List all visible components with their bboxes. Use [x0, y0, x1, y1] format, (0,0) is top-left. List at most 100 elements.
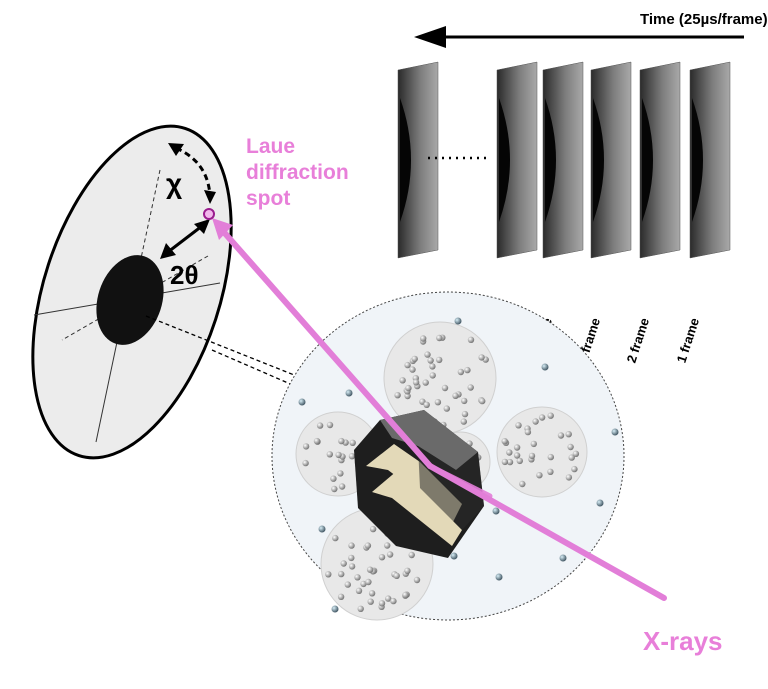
grain-dot	[364, 542, 372, 549]
grain-dot	[464, 366, 471, 374]
detector-plate: χ 2θ	[31, 124, 233, 460]
grain-dot	[399, 377, 406, 384]
grain-dot	[547, 453, 554, 461]
grain-dot	[519, 480, 526, 488]
grain-dot	[467, 336, 475, 343]
grain-dot	[457, 368, 465, 376]
xrays-label: X-rays	[643, 626, 723, 656]
grain-dot	[571, 465, 578, 473]
laue-label-line1: Laue	[246, 135, 295, 158]
grain-dot	[390, 597, 397, 605]
grain-dot	[402, 591, 409, 599]
grain-dot	[572, 450, 580, 457]
grain-dot	[404, 361, 411, 369]
grain-dot	[326, 421, 334, 429]
grain-dot	[386, 551, 394, 558]
grain-dot	[340, 560, 347, 567]
grain-dot	[515, 422, 522, 429]
grain-dot	[409, 366, 416, 373]
grain-dot	[538, 414, 546, 421]
frame-6: 1 frame	[674, 61, 731, 365]
grain-dot	[565, 474, 573, 481]
two-theta-arrow	[167, 224, 203, 254]
grain-dot	[443, 405, 450, 412]
chi-arrow	[175, 146, 212, 197]
grain-dot	[408, 551, 415, 559]
grain-dot	[326, 451, 333, 458]
grain-dot	[332, 534, 339, 542]
grain-dot	[565, 431, 572, 438]
grain-dot	[330, 475, 337, 482]
grain-dot	[506, 449, 513, 456]
particle-dot	[611, 428, 619, 436]
grain-dot	[348, 453, 356, 460]
grain-dot	[528, 452, 536, 460]
grain-cluster	[496, 406, 588, 498]
grain-dot	[316, 422, 324, 429]
grain-dot	[536, 472, 543, 479]
grain-dot	[501, 438, 508, 445]
grain-dot	[434, 399, 442, 406]
grain-dot	[348, 542, 355, 549]
grain-dot	[366, 566, 374, 573]
grain-dot	[547, 468, 554, 475]
frame-shadow-arc	[499, 98, 510, 222]
grain-dot	[357, 605, 364, 612]
particle-dot	[331, 605, 339, 613]
particle-dot	[492, 507, 500, 515]
grain-dot	[441, 384, 449, 392]
particle-dot	[318, 525, 326, 533]
particle-dot	[559, 554, 567, 562]
particle-dot	[298, 398, 306, 406]
grain-dot	[369, 525, 377, 533]
grain-dot	[436, 356, 443, 364]
grain-dot	[461, 397, 468, 405]
grain-dot	[360, 580, 367, 588]
frame-shadow-arc	[692, 98, 703, 222]
grain-dot	[337, 593, 345, 600]
grain-dot	[411, 355, 418, 363]
grain-dot	[423, 401, 430, 408]
laue-label-line2: diffraction	[246, 161, 349, 184]
grain-dot	[516, 457, 523, 465]
grain-dot	[452, 392, 459, 399]
grain-dot	[338, 437, 345, 445]
grain-dot	[460, 418, 467, 425]
particle-dot	[345, 389, 353, 397]
particle-dot	[495, 573, 503, 581]
grain-dot	[557, 432, 565, 439]
grain-dot	[365, 578, 372, 586]
laue-label: Laue diffraction spot	[246, 135, 349, 210]
grain-dot	[331, 485, 338, 493]
grain-dot	[479, 397, 486, 405]
frame-shadow-arc	[642, 98, 653, 222]
grain-dot	[354, 574, 361, 581]
particle-dot	[454, 317, 462, 325]
grain-dot	[413, 576, 421, 584]
grain-dot	[429, 372, 436, 379]
grain-dot	[378, 600, 386, 607]
grain-dot	[338, 570, 345, 578]
grain-dot	[378, 554, 386, 561]
particle-dot	[596, 499, 604, 507]
time-axis: Time (25µs/frame)	[414, 11, 768, 48]
grain-dot	[422, 379, 429, 386]
grain-dot	[384, 542, 391, 549]
grain-dot	[385, 595, 392, 602]
grain-dot	[478, 354, 485, 361]
grain-dot	[349, 439, 356, 446]
grain-dot	[355, 587, 363, 594]
grain-dot	[367, 598, 374, 605]
grain-dot	[325, 571, 332, 578]
crystal-block	[354, 410, 484, 558]
particle-dot	[450, 552, 458, 560]
time-axis-label: Time (25µs/frame)	[640, 11, 768, 28]
laue-label-line3: spot	[246, 187, 290, 210]
grain-dot	[427, 357, 434, 364]
loose-particles	[298, 317, 619, 613]
frame-shadow-arc	[400, 98, 411, 222]
beam-stop	[96, 255, 164, 345]
grain-dot	[530, 440, 537, 448]
grain-dot	[394, 392, 401, 399]
grain-dot	[547, 412, 554, 419]
